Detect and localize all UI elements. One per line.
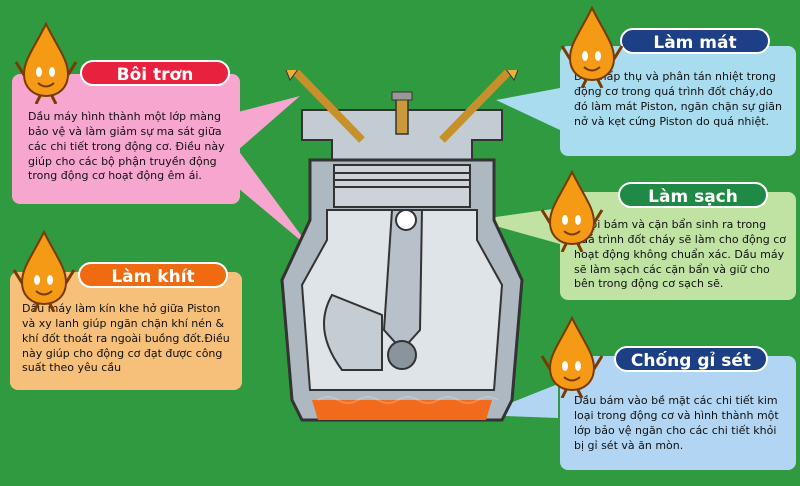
connecting-rod xyxy=(382,209,424,352)
lubricate-box: Dầu máy hình thành một lớp màng bảo vệ v… xyxy=(12,74,240,204)
clean-box: Muội bám và cặn bẩn sinh ra trong quá tr… xyxy=(560,192,796,300)
clean-text: Muội bám và cặn bẩn sinh ra trong quá tr… xyxy=(574,218,787,291)
connector-lubricate xyxy=(238,96,300,150)
connector-lubricate-lower xyxy=(238,150,312,250)
oil-drop-mascot-icon xyxy=(560,5,624,88)
crankshaft-icon xyxy=(323,293,383,371)
clean-title: Làm sạch xyxy=(618,182,768,208)
rust-text: Dầu bám vào bề mặt các chi tiết kim loại… xyxy=(574,394,779,452)
spark-plug-icon xyxy=(395,97,409,135)
valve-icon xyxy=(285,70,519,143)
rust-box: Dầu bám vào bề mặt các chi tiết kim loại… xyxy=(560,356,796,470)
seal-text: Dầu máy làm kín khe hở giữa Piston và xy… xyxy=(22,302,230,375)
oil-drop-mascot-icon xyxy=(14,21,78,104)
cool-text: Dầu hấp thụ và phân tán nhiệt trong động… xyxy=(574,70,783,128)
piston-icon xyxy=(333,164,471,208)
lubricate-title: Bôi trơn xyxy=(80,60,230,86)
oil-drop-mascot-icon xyxy=(12,229,76,312)
engine-cylinder-icon xyxy=(280,70,524,422)
oil-drop-mascot-icon xyxy=(540,315,604,398)
rust-title: Chống gỉ sét xyxy=(614,346,768,372)
oil-pan xyxy=(312,400,492,420)
lubricate-text: Dầu máy hình thành một lớp màng bảo vệ v… xyxy=(28,110,225,183)
connector-cool xyxy=(496,88,560,130)
oil-drop-mascot-icon xyxy=(540,169,604,252)
cool-title: Làm mát xyxy=(620,28,770,54)
seal-title: Làm khít xyxy=(78,262,228,288)
